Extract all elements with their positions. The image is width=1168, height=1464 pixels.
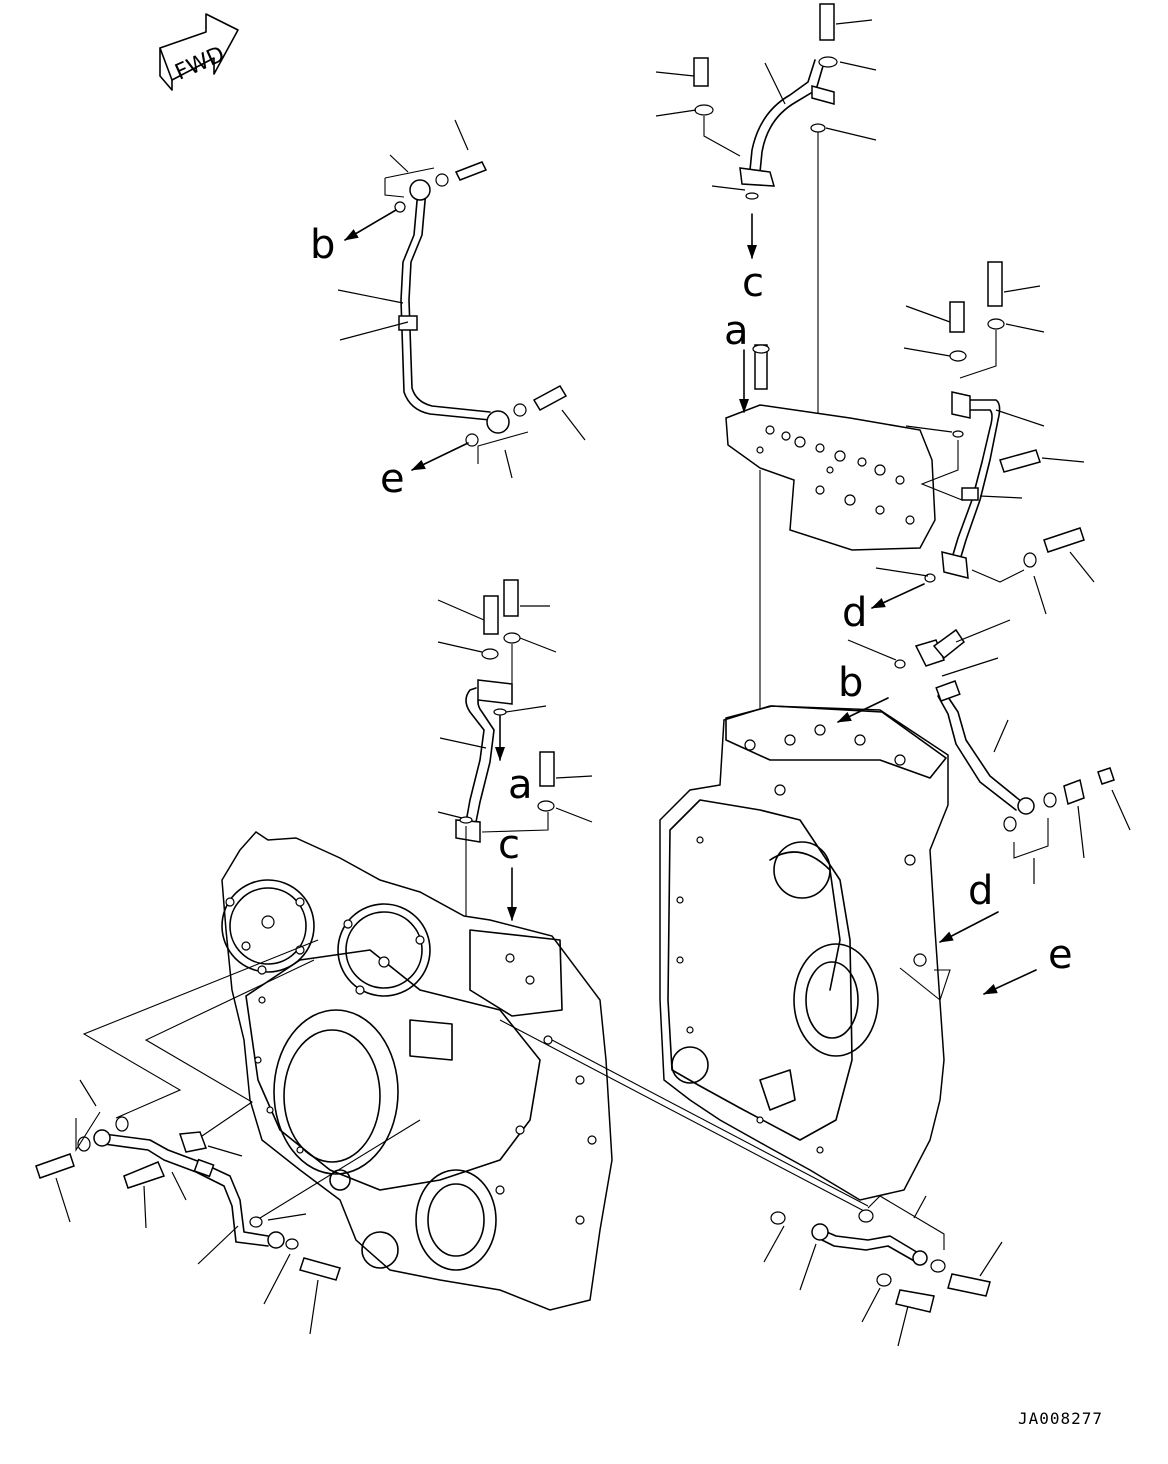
- fwd-label: FWD: [172, 42, 229, 86]
- tube-flange: [811, 85, 835, 105]
- arrow-d: [939, 911, 999, 943]
- ref-label-e: e: [1048, 932, 1073, 978]
- banjo-bolt: [454, 161, 488, 181]
- tube-nut: [935, 680, 961, 702]
- valve-holes: [756, 425, 915, 525]
- banjo-bolt: [532, 385, 568, 411]
- tube-clamp: [193, 1158, 215, 1178]
- tube-clamp: [398, 315, 418, 331]
- plug: [1097, 767, 1115, 785]
- washer: [770, 1211, 786, 1225]
- bolt: [539, 751, 555, 787]
- bolt: [947, 1273, 991, 1297]
- o-ring: [952, 430, 964, 438]
- banjo-fitting: [912, 1250, 928, 1266]
- banjo-fitting: [486, 410, 510, 434]
- ref-label-a: a: [508, 762, 533, 808]
- ref-label-a: a: [724, 308, 749, 354]
- ref-label-c: c: [742, 260, 764, 306]
- ref-label-c: c: [498, 822, 520, 868]
- tube-clamp: [961, 487, 979, 501]
- arrow-b: [344, 209, 397, 241]
- washer: [537, 800, 555, 812]
- washer: [876, 1273, 892, 1287]
- transmission-case-right: b d e: [659, 660, 1073, 1201]
- washer: [513, 403, 527, 417]
- bolt: [949, 301, 965, 333]
- banjo-fitting: [409, 179, 431, 201]
- arrow-b: [837, 697, 889, 723]
- banjo-fitting: [93, 1129, 111, 1147]
- bushing: [178, 1131, 208, 1153]
- banjo-fitting: [267, 1231, 285, 1249]
- tube-flange: [941, 551, 969, 579]
- elbow-fitting: [932, 628, 966, 660]
- washer: [1043, 792, 1057, 808]
- case-bolts: [225, 897, 597, 1225]
- washer: [435, 173, 449, 187]
- washer: [1003, 816, 1017, 832]
- washer: [818, 56, 838, 68]
- o-ring: [493, 708, 507, 716]
- washer: [481, 648, 499, 660]
- washer: [1023, 552, 1037, 568]
- ref-label-b: b: [310, 222, 335, 268]
- case-bosses: [676, 724, 927, 1154]
- arrow-e: [983, 969, 1037, 995]
- drawing-number: JA008277: [1018, 1409, 1103, 1428]
- o-ring: [459, 816, 473, 824]
- washer: [285, 1238, 299, 1250]
- tube-assembly-c: c: [655, 3, 877, 420]
- ref-label-d: d: [842, 590, 867, 636]
- bolt: [483, 595, 499, 635]
- o-ring: [894, 659, 906, 669]
- tube-assembly-a-c: a c: [437, 579, 593, 960]
- bolt: [1043, 527, 1085, 553]
- ref-label-e: e: [380, 456, 405, 502]
- fwd-arrow: FWD: [159, 13, 239, 91]
- bolt: [123, 1161, 166, 1189]
- bolt: [999, 449, 1041, 473]
- bolt: [35, 1153, 75, 1179]
- washer: [987, 318, 1005, 330]
- washer: [949, 350, 967, 362]
- washer: [115, 1116, 129, 1132]
- washer: [930, 1259, 946, 1273]
- washer: [503, 632, 521, 644]
- bolt: [987, 261, 1003, 307]
- washer: [465, 433, 479, 447]
- banjo-fitting: [811, 1223, 829, 1241]
- o-ring: [745, 192, 759, 200]
- ref-label-d: d: [968, 868, 993, 914]
- bolt: [693, 57, 709, 87]
- tube-assembly-d: d: [842, 261, 1095, 636]
- tube-assembly-lower-right: [763, 1195, 1003, 1347]
- bolt: [503, 579, 519, 617]
- banjo-bolt: [1063, 778, 1085, 806]
- tube-flange: [477, 679, 513, 705]
- tube-flange: [951, 391, 971, 419]
- bolt: [299, 1257, 341, 1281]
- tube-assembly-b-e: b e: [310, 119, 586, 502]
- banjo-fitting: [1017, 797, 1035, 815]
- bolt: [819, 3, 835, 41]
- arrow-d: [871, 583, 925, 609]
- tube-flange: [739, 167, 776, 187]
- tube-assembly-lower-left: [35, 1079, 341, 1335]
- elbow-tube-assembly: [847, 619, 1131, 884]
- arrow-e: [411, 442, 469, 471]
- washer: [858, 1209, 874, 1223]
- o-ring: [810, 123, 826, 133]
- ref-label-b: b: [838, 660, 863, 706]
- washer: [249, 1216, 263, 1228]
- transmission-case-left: [82, 831, 869, 1311]
- washer: [394, 201, 406, 213]
- bolt: [895, 1289, 935, 1313]
- washer: [694, 104, 714, 116]
